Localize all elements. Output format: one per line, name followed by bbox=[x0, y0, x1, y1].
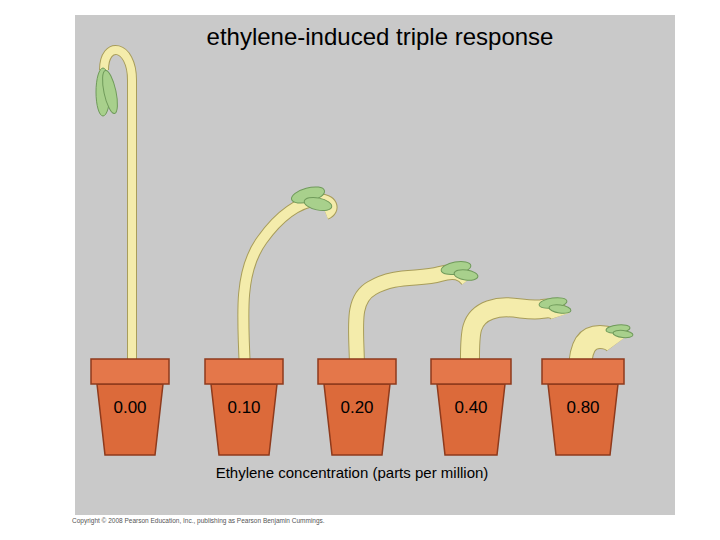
pot-body bbox=[324, 384, 390, 455]
concentration-value: 0.20 bbox=[317, 398, 397, 418]
flower-pot: 0.20 bbox=[317, 358, 397, 456]
title: ethylene-induced triple response bbox=[207, 23, 554, 52]
pot-body bbox=[437, 384, 505, 455]
flower-pot: 0.00 bbox=[90, 358, 170, 456]
pot-rim bbox=[91, 359, 169, 384]
seedling bbox=[243, 184, 333, 370]
pot-rim bbox=[542, 359, 624, 384]
concentration-value: 0.80 bbox=[541, 398, 625, 418]
pot-rim bbox=[205, 359, 283, 384]
seedling bbox=[96, 50, 132, 370]
background-panel bbox=[75, 15, 675, 515]
flower-pot: 0.80 bbox=[541, 358, 625, 456]
concentration-value: 0.00 bbox=[90, 398, 170, 418]
pot-rim bbox=[318, 359, 396, 384]
pot-rim bbox=[431, 359, 511, 384]
axis-label: Ethylene concentration (parts per millio… bbox=[216, 464, 489, 482]
pot-body bbox=[97, 384, 163, 455]
concentration-value: 0.40 bbox=[430, 398, 512, 418]
copyright-note: Copyright © 2008 Pearson Education, Inc.… bbox=[72, 517, 325, 525]
pot-body bbox=[548, 384, 618, 455]
concentration-value: 0.10 bbox=[204, 398, 284, 418]
flower-pot: 0.40 bbox=[430, 358, 512, 456]
pot-body bbox=[211, 384, 277, 455]
flower-pot: 0.10 bbox=[204, 358, 284, 456]
